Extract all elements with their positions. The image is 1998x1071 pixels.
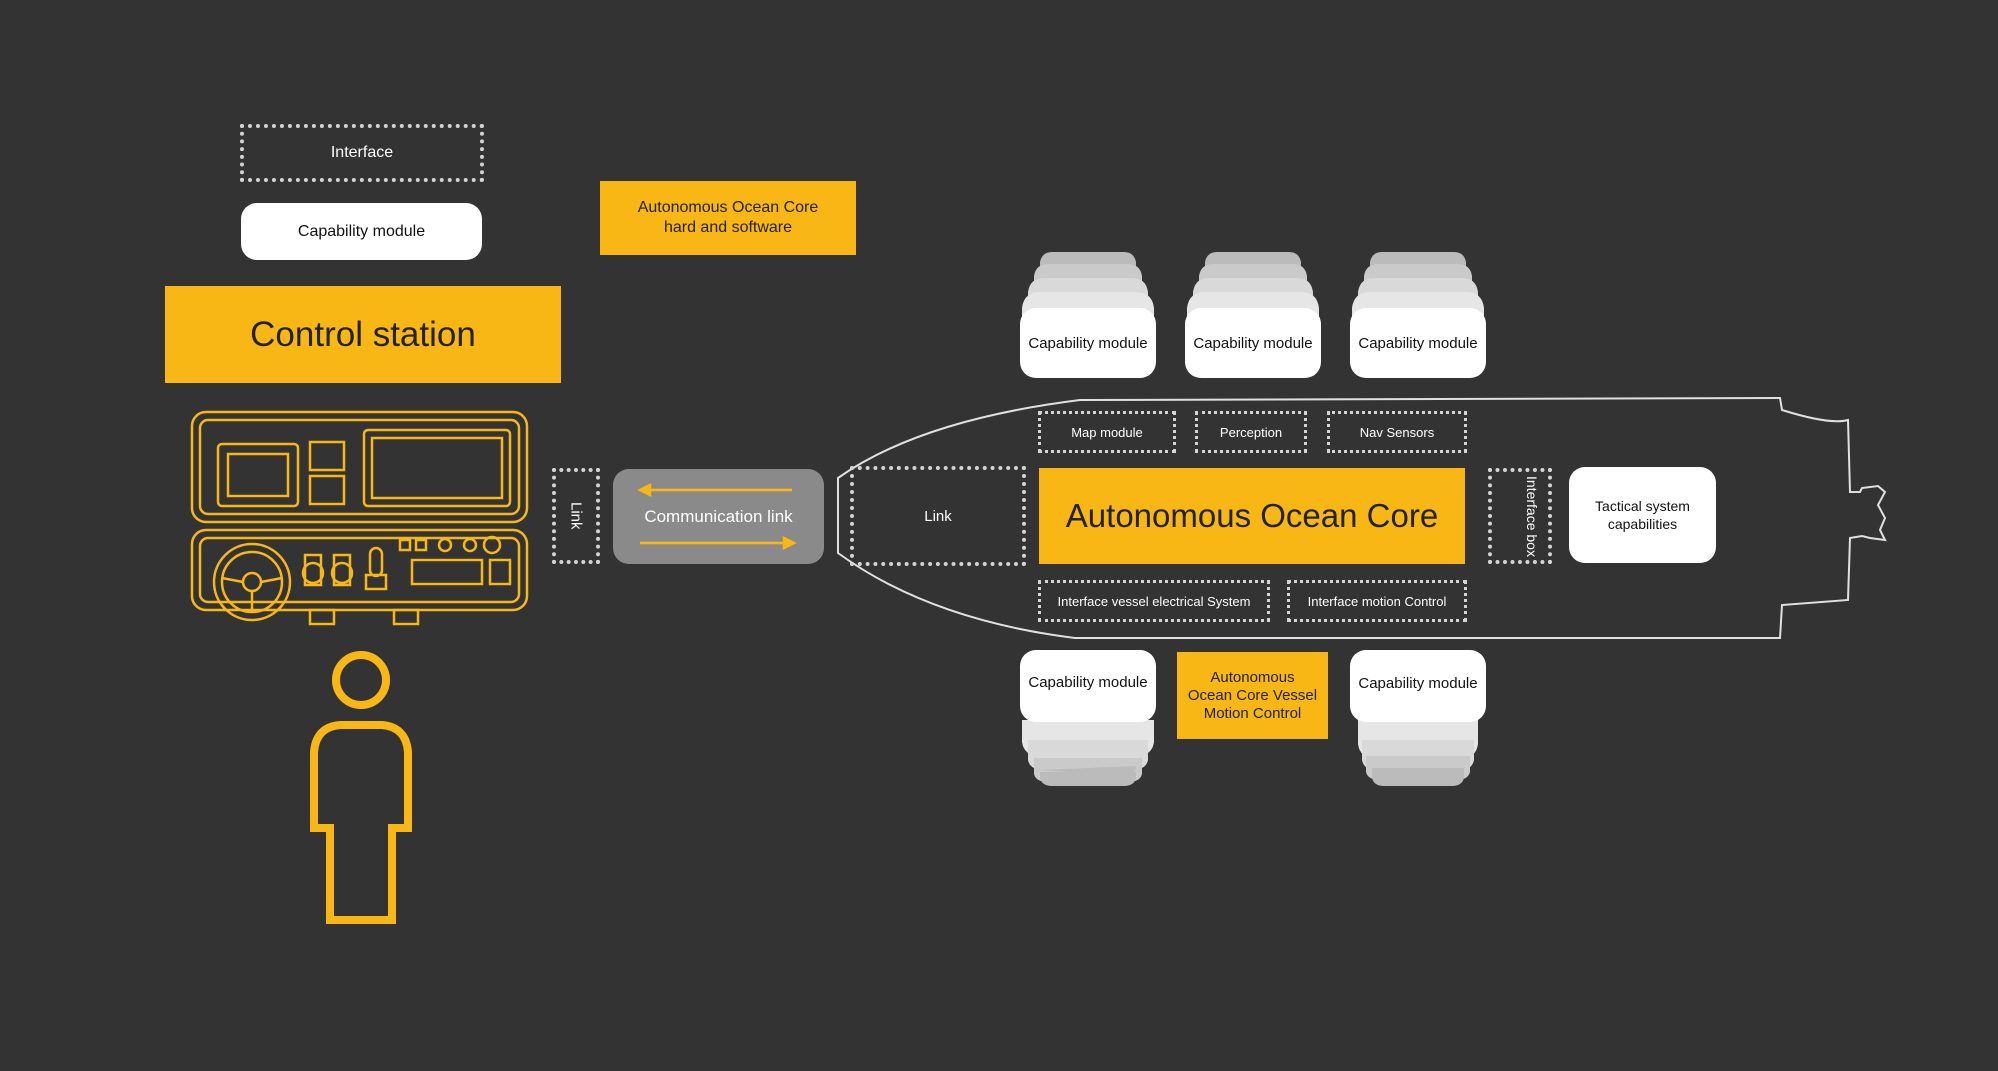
interface-motion-box: Interface motion Control (1287, 580, 1467, 622)
legend-capability-module-label: Capability module (297, 222, 426, 240)
control-console-icon (190, 410, 529, 626)
vessel-motion-control-label: Autonomous Ocean Core Vessel Motion Cont… (1187, 668, 1318, 722)
capability-module-label: Capability module (1028, 334, 1148, 352)
capability-module-label: Capability module (1193, 334, 1313, 352)
legend-capability-module: Capability module (241, 203, 482, 260)
capability-module-bottom-1: Capability module (1020, 650, 1156, 722)
link-left-label: Link (567, 502, 585, 530)
tactical-capabilities-label: Tactical system capabilities (1595, 498, 1690, 532)
module-stacks-top (1022, 252, 1484, 330)
interface-electrical-box: Interface vessel electrical System (1038, 580, 1270, 622)
autonomous-ocean-core-label: Autonomous Ocean Core (1065, 497, 1439, 534)
capability-module-label: Capability module (1358, 675, 1478, 692)
interface-box: Interface box (1488, 468, 1552, 564)
nav-sensors-label: Nav Sensors (1359, 424, 1435, 440)
capability-module-top-1: Capability module (1020, 308, 1156, 378)
communication-link: Communication link (613, 469, 824, 564)
capability-module-top-3: Capability module (1350, 308, 1486, 378)
legend-aoc-hard-software-label: Autonomous Ocean Core hard and software (637, 199, 819, 236)
vessel-link-box: Link (850, 466, 1026, 566)
operator-person-icon (310, 651, 412, 924)
control-station-label: Control station (250, 314, 476, 354)
legend-interface-label: Interface (330, 144, 394, 161)
vessel-motion-control: Autonomous Ocean Core Vessel Motion Cont… (1177, 652, 1328, 739)
communication-link-label: Communication link (644, 506, 793, 526)
control-station-title: Control station (165, 286, 561, 383)
legend-interface: Interface (240, 124, 484, 182)
legend-aoc-hard-software: Autonomous Ocean Core hard and software (600, 181, 856, 255)
link-left-box: Link (552, 468, 600, 564)
capability-module-bottom-2: Capability module (1350, 650, 1486, 722)
perception-label: Perception (1219, 424, 1283, 440)
capability-module-label: Capability module (1358, 334, 1478, 352)
vessel-link-label: Link (924, 507, 952, 525)
nav-sensors-box: Nav Sensors (1327, 411, 1467, 453)
tactical-capabilities: Tactical system capabilities (1569, 467, 1716, 563)
perception-box: Perception (1195, 411, 1307, 453)
interface-motion-label: Interface motion Control (1307, 593, 1447, 609)
module-stacks-bottom (1022, 720, 1478, 786)
interface-electrical-label: Interface vessel electrical System (1057, 593, 1251, 609)
capability-module-label: Capability module (1028, 674, 1148, 691)
autonomous-ocean-core: Autonomous Ocean Core (1039, 468, 1465, 564)
capability-module-top-2: Capability module (1185, 308, 1321, 378)
vessel-hull-outline (837, 396, 1887, 639)
interface-box-label: Interface box (1524, 475, 1540, 557)
map-module-label: Map module (1071, 424, 1143, 440)
map-module-box: Map module (1038, 411, 1176, 453)
